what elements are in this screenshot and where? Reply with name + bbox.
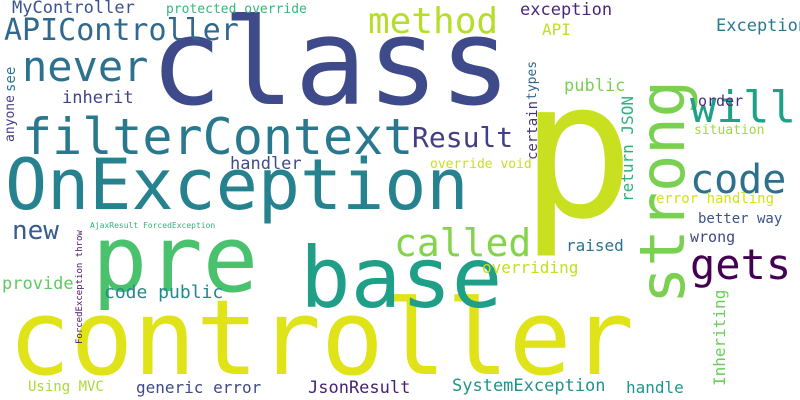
word-see: see bbox=[3, 66, 19, 92]
word-situation: order bbox=[698, 92, 744, 110]
word-anyone: anyone bbox=[3, 95, 18, 142]
word-raised: raised bbox=[566, 236, 624, 255]
word-base: base bbox=[300, 229, 503, 327]
word-will: will bbox=[690, 82, 796, 133]
word-handle: handle bbox=[626, 378, 684, 397]
word-ajaxresult-forcedexception: AjaxResult ForcedException bbox=[90, 221, 216, 230]
word-mycontroller: MyController bbox=[12, 0, 135, 18]
word-p: p bbox=[520, 40, 635, 261]
word-using-mvc: Using MVC bbox=[28, 379, 104, 395]
word-never: never bbox=[22, 42, 149, 91]
word-new: new bbox=[12, 216, 59, 246]
word-onexception: OnException bbox=[5, 144, 469, 226]
word-code-public: code public bbox=[104, 282, 224, 303]
word-controller: controller bbox=[8, 277, 635, 399]
word-inheriting: Inheriting bbox=[710, 289, 729, 386]
word-better-way: better way bbox=[698, 211, 783, 227]
word-filtercontext: filterContext bbox=[22, 108, 414, 166]
word-systemexception: SystemException bbox=[452, 376, 606, 396]
word-exceptioncontext: return JSON bbox=[618, 96, 637, 202]
word-order: public bbox=[564, 76, 626, 96]
word-override-void: override void bbox=[430, 157, 532, 172]
word-error-handling: error handling bbox=[656, 191, 775, 207]
word-protected-override: protected override bbox=[166, 2, 307, 17]
word-jsonresult: JsonResult bbox=[308, 378, 411, 398]
word-code: code bbox=[690, 157, 787, 203]
word-method: method bbox=[368, 1, 499, 42]
word-called: called bbox=[394, 221, 532, 265]
word-pre: pre bbox=[92, 206, 259, 313]
word-handler: handler bbox=[230, 154, 302, 174]
word-inherit: inherit bbox=[62, 88, 134, 108]
word-result: Result bbox=[412, 121, 514, 154]
word-types: types bbox=[525, 60, 540, 100]
word-public: ExceptionContext bbox=[716, 16, 800, 36]
word-generic-error: generic error bbox=[136, 378, 262, 397]
word-class: class bbox=[150, 0, 512, 133]
word-certain: certain bbox=[525, 100, 541, 160]
word-api: API bbox=[542, 20, 571, 39]
word-wrong: wrong bbox=[690, 228, 736, 246]
word-gets: gets bbox=[690, 240, 792, 289]
word-provide: provide bbox=[2, 274, 74, 294]
word-forcedexception-throw: ForcedException throw bbox=[75, 230, 85, 344]
word-overriding: overriding bbox=[482, 258, 579, 277]
word-return-json: situation bbox=[694, 123, 765, 138]
word-exception: exception bbox=[520, 0, 613, 20]
word-apicontroller: APIController bbox=[4, 13, 239, 48]
